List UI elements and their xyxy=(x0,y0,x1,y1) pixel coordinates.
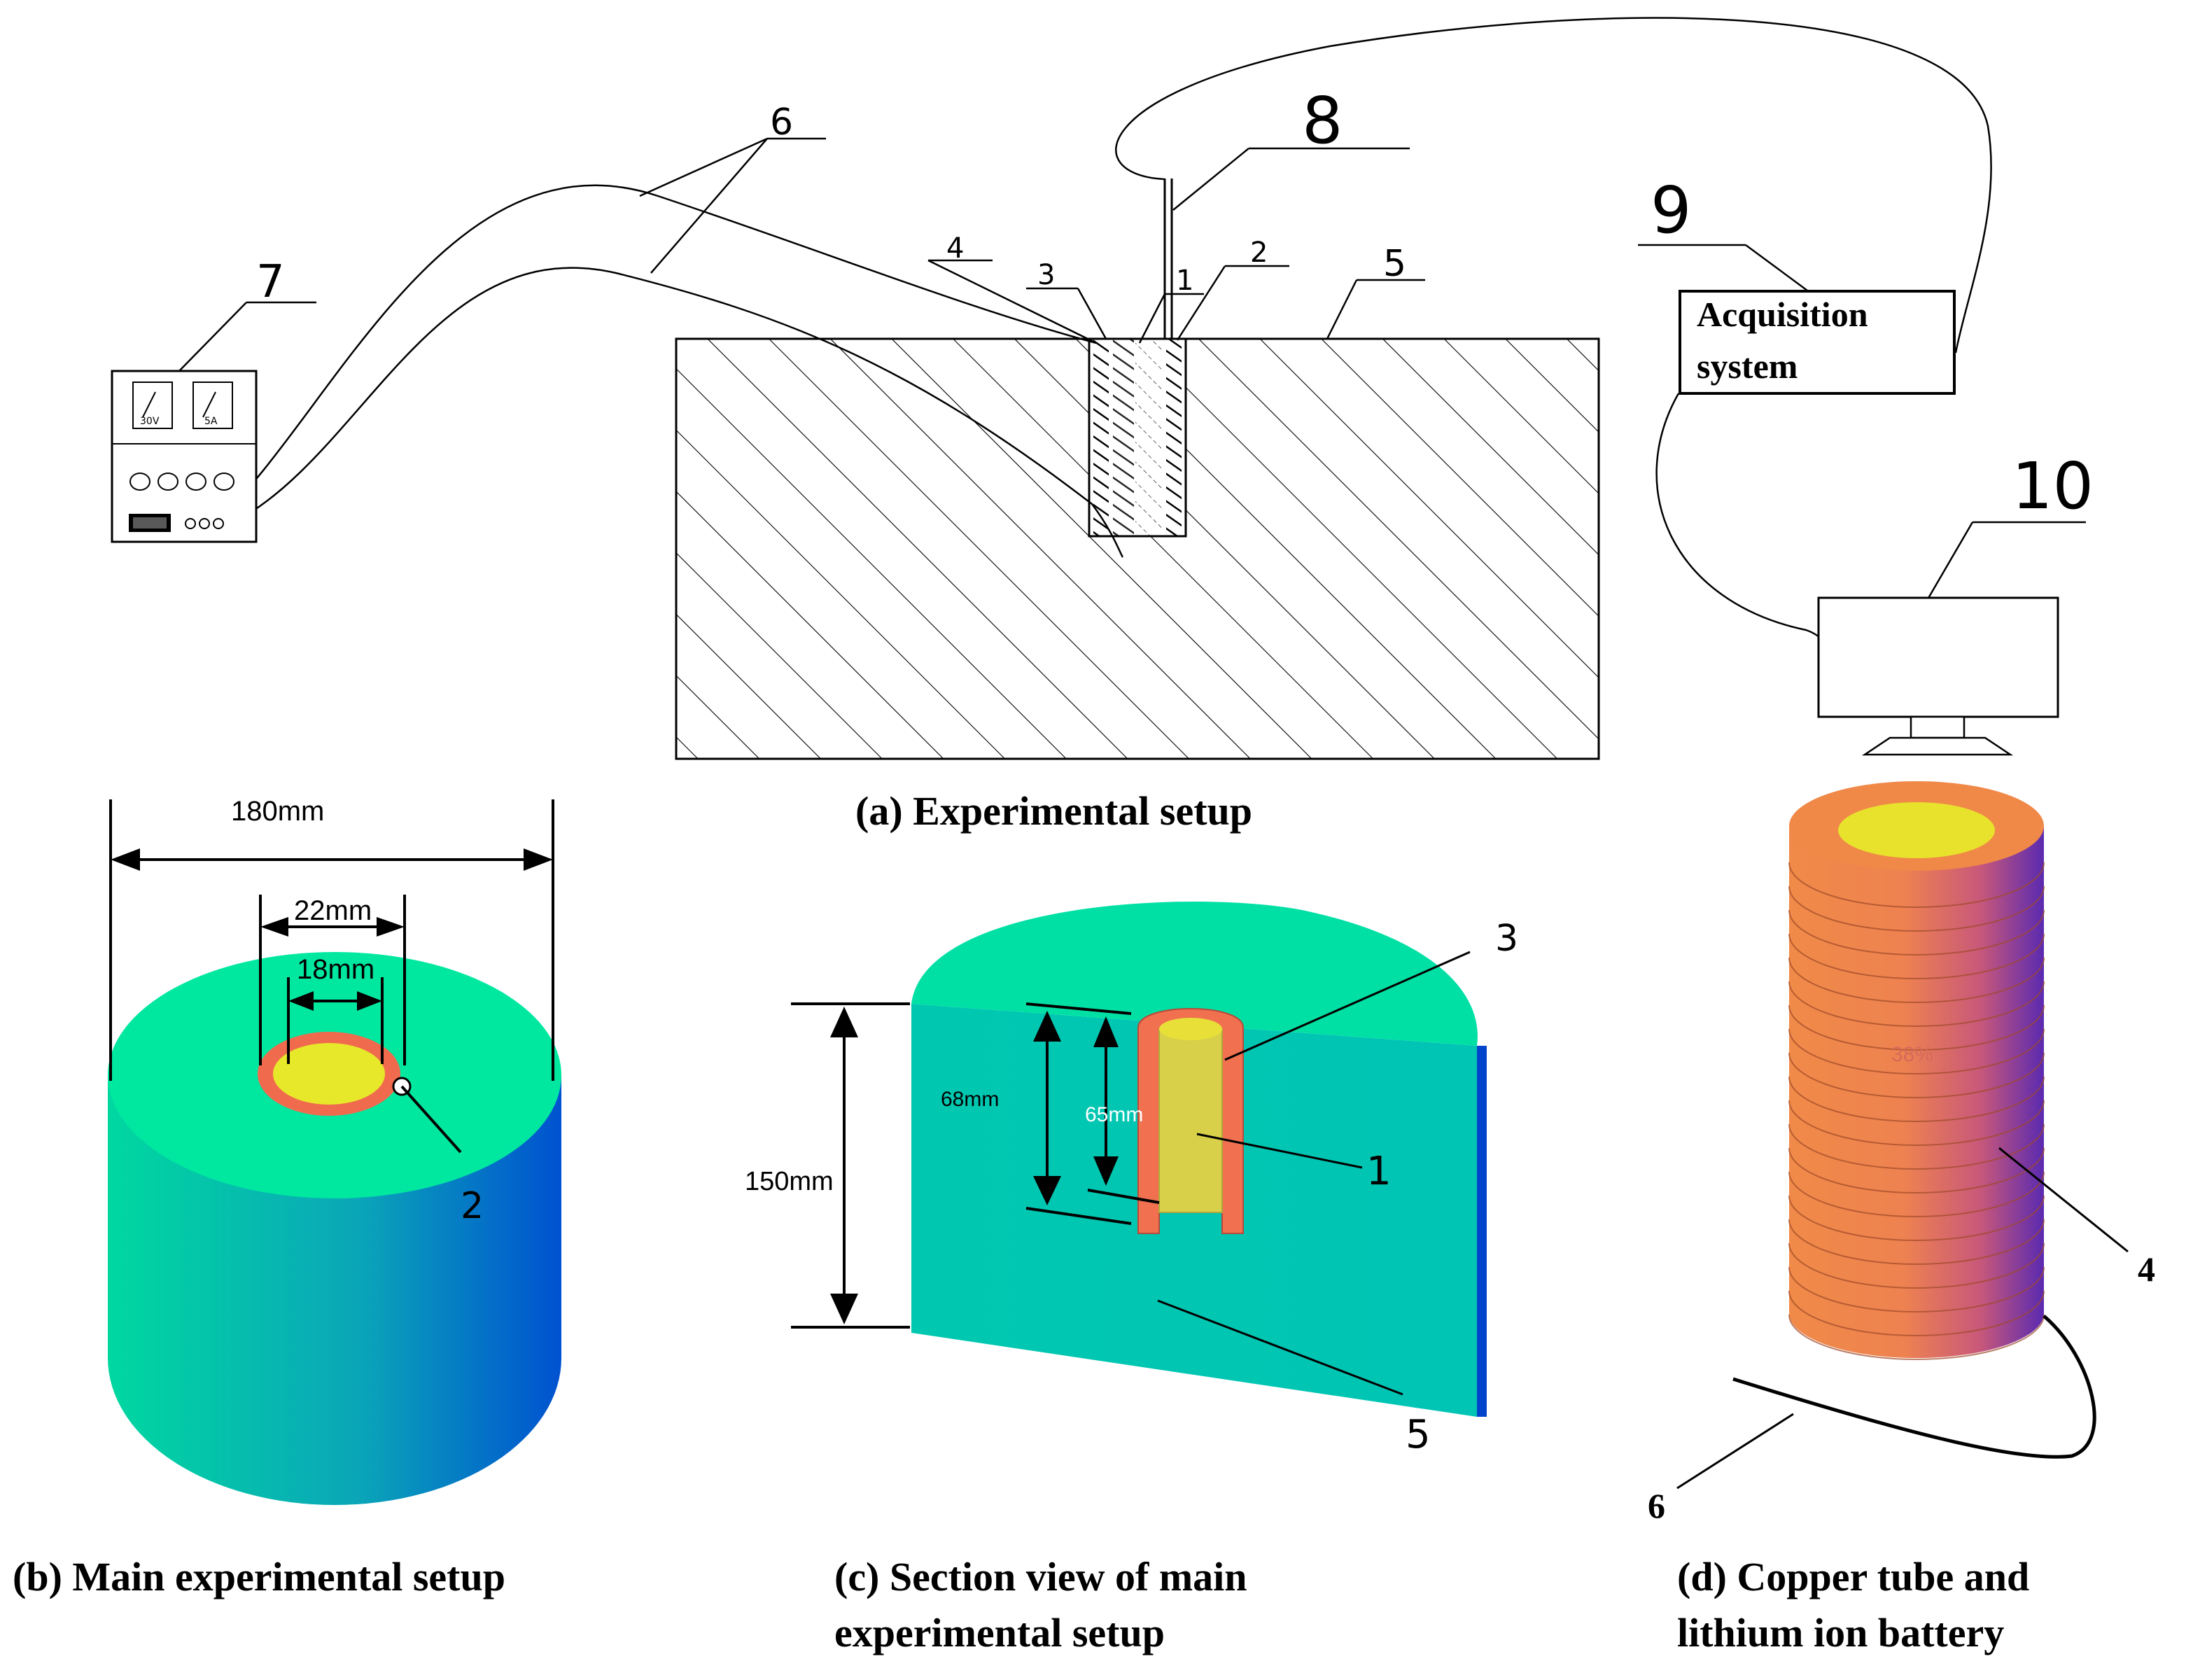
panel-a-experimental-setup: 30V 5A Acquisition system 4 3 xyxy=(111,17,2094,834)
dimension-arrows-c xyxy=(830,1007,1119,1324)
caption-a: (a) Experimental setup xyxy=(855,788,1252,834)
caption-d-line1: (d) Copper tube and xyxy=(1677,1554,2029,1600)
coil-winding xyxy=(1788,886,2045,932)
panel-d-copper-tube-battery: 38% 4 6 (d) Copper tube and lithium ion … xyxy=(1648,781,2155,1656)
coil-winding xyxy=(1788,1171,2045,1217)
coil-windings xyxy=(1788,862,2045,1360)
label-7: 7 xyxy=(256,256,285,308)
battery-top-d xyxy=(1838,802,1995,858)
coil-winding xyxy=(1788,1052,2045,1098)
coil-winding xyxy=(1788,1266,2045,1312)
label-5: 5 xyxy=(1383,243,1406,285)
panel-b-main-setup: 2 180mm 22mm 18mm (b) Main experimental … xyxy=(13,796,561,1600)
coil-winding xyxy=(1788,1195,2045,1241)
section-top-face xyxy=(911,902,1478,1046)
label-3-c: 3 xyxy=(1495,918,1518,960)
acquisition-line1: Acquisition xyxy=(1697,295,1868,334)
label-6-top: 6 xyxy=(770,102,793,144)
acquisition-box-icon: Acquisition system xyxy=(1679,290,1956,395)
coil-winding xyxy=(1788,1219,2045,1265)
battery-top xyxy=(273,1043,385,1105)
coil-winding xyxy=(1788,909,2045,955)
label-3: 3 xyxy=(1037,259,1055,291)
label-4: 4 xyxy=(946,232,964,265)
caption-c-line1: (c) Section view of main xyxy=(834,1554,1247,1600)
coil-winding xyxy=(1788,1242,2045,1289)
label-10: 10 xyxy=(2012,449,2094,524)
coil-winding xyxy=(1788,1314,2045,1360)
label-9: 9 xyxy=(1651,173,1692,248)
coil-body xyxy=(1789,826,2044,1358)
coil-winding xyxy=(1788,862,2045,908)
coil-winding xyxy=(1788,1028,2045,1074)
leader-lines-a xyxy=(177,137,2086,600)
dimension-lines-c xyxy=(791,1002,1160,1329)
dim-68mm: 68mm xyxy=(941,1088,999,1111)
label-2-b: 2 xyxy=(461,1185,484,1227)
coil-winding xyxy=(1788,1147,2045,1194)
panel-c-section-view: 3 1 5 150mm 68mm 65mm (c) Section view o… xyxy=(745,902,1518,1656)
dim-22mm: 22mm xyxy=(294,895,372,926)
coil-winding xyxy=(1788,957,2045,1003)
caption-d-line2: lithium ion battery xyxy=(1677,1610,2004,1656)
power-supply-icon: 30V 5A xyxy=(111,370,258,543)
label-1-c: 1 xyxy=(1366,1149,1392,1194)
coil-winding xyxy=(1788,981,2045,1027)
label-5-c: 5 xyxy=(1406,1412,1431,1457)
battery-soc: 38% xyxy=(1891,1043,1933,1066)
label-1: 1 xyxy=(1176,265,1193,297)
dim-180mm: 180mm xyxy=(231,796,324,827)
leader-lines-c xyxy=(1157,951,1471,1396)
coil-winding xyxy=(1788,933,2045,979)
probe-cable xyxy=(1115,17,1992,354)
label-4-d: 4 xyxy=(2138,1250,2155,1289)
acquisition-line2: system xyxy=(1697,346,1798,386)
coil-winding xyxy=(1788,1290,2045,1336)
wires-6 xyxy=(216,184,1124,558)
coil-winding xyxy=(1788,1100,2045,1146)
dim-18mm: 18mm xyxy=(297,954,374,985)
copper-tube-section xyxy=(1088,337,1187,538)
caption-c-line2: experimental setup xyxy=(834,1610,1165,1656)
dim-65mm: 65mm xyxy=(1085,1103,1143,1126)
pcm-cylinder-side xyxy=(108,1075,561,1505)
section-right-edge xyxy=(1477,1046,1487,1417)
wire-6-d xyxy=(1732,1315,2096,1459)
section-battery xyxy=(1158,1028,1223,1213)
ammeter-label: 5A xyxy=(204,416,218,427)
monitor-icon xyxy=(1817,596,2059,756)
dim-150mm: 150mm xyxy=(745,1167,834,1196)
acq-monitor-cable xyxy=(1655,393,1830,673)
caption-b: (b) Main experimental setup xyxy=(13,1554,505,1600)
coil-winding xyxy=(1788,1124,2045,1170)
coil-winding xyxy=(1788,1076,2045,1122)
voltmeter-label: 30V xyxy=(140,416,160,427)
label-2: 2 xyxy=(1250,237,1268,269)
coil-winding xyxy=(1788,1004,2045,1051)
label-8: 8 xyxy=(1302,83,1343,158)
label-6-d: 6 xyxy=(1648,1486,1665,1525)
dimension-arrows-b xyxy=(111,848,553,1011)
